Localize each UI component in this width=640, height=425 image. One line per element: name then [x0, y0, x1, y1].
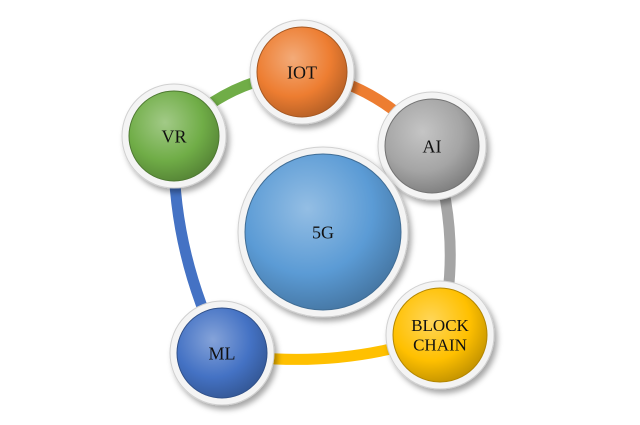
node-vr: VR	[121, 83, 227, 189]
center-node: 5G	[237, 146, 409, 318]
node-ml-label: ML	[209, 343, 236, 363]
node-5g: 5G	[237, 146, 409, 318]
node-ai-disc	[384, 98, 480, 194]
node-5g-disc	[244, 153, 402, 311]
node-blockchain-label: BLOCK	[411, 316, 469, 335]
node-blockchain-label: CHAIN	[413, 336, 467, 355]
node-vr-label: VR	[161, 126, 186, 146]
node-ml: ML	[169, 300, 275, 406]
node-iot-label: IOT	[287, 62, 317, 82]
node-5g-label: 5G	[312, 222, 334, 242]
node-ai-label: AI	[423, 136, 442, 156]
node-vr-disc	[128, 90, 220, 182]
node-iot: IOT	[249, 19, 355, 125]
node-ai: AI	[377, 91, 487, 201]
node-ml-disc	[176, 307, 268, 399]
node-blockchain-disc	[392, 287, 488, 383]
node-iot-disc	[256, 26, 348, 118]
